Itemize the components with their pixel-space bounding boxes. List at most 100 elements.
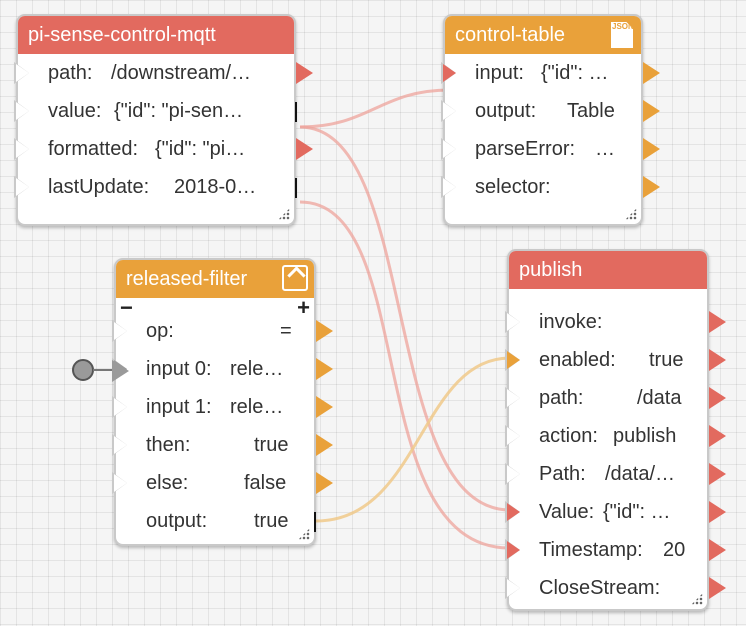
- output-port-icon[interactable]: [316, 434, 333, 456]
- node-control-table[interactable]: control-table JSON input: {"id": … outpu…: [441, 14, 660, 226]
- field-action[interactable]: action: publish: [505, 417, 726, 455]
- output-port-icon[interactable]: [316, 358, 333, 380]
- input-port-icon[interactable]: [14, 62, 29, 84]
- output-port-icon[interactable]: [709, 539, 726, 561]
- wire-value-to-control-input: [299, 88, 451, 129]
- output-port-icon[interactable]: [296, 62, 313, 84]
- input-port-icon[interactable]: [112, 472, 127, 494]
- terminal-link-line: [93, 369, 113, 371]
- link-handle[interactable]: [295, 178, 297, 198]
- node-title: control-table: [455, 24, 566, 46]
- output-port-icon[interactable]: [643, 176, 660, 198]
- field-input-1[interactable]: input 1: rele…: [112, 388, 333, 426]
- field-lastupdate[interactable]: lastUpdate: 2018-0…: [14, 168, 297, 206]
- output-port-icon[interactable]: [709, 463, 726, 485]
- field-label: then:: [146, 434, 191, 456]
- field-output[interactable]: output: Table: [441, 92, 660, 130]
- remove-input-button[interactable]: −: [120, 295, 133, 320]
- field-value: {"id": …: [603, 501, 671, 523]
- field-closestream[interactable]: CloseStream:: [505, 569, 726, 607]
- input-port-icon[interactable]: [14, 100, 29, 122]
- output-port-icon[interactable]: [709, 577, 726, 599]
- node-publish[interactable]: publish invoke: enabled: true path: /dat…: [505, 249, 726, 611]
- input-port-icon[interactable]: [14, 138, 29, 160]
- output-port-icon[interactable]: [643, 138, 660, 160]
- field-label: action:: [539, 425, 598, 447]
- field-input-0[interactable]: input 0: rele…: [112, 350, 333, 388]
- field-value: true: [649, 349, 684, 371]
- input-port-icon[interactable]: [505, 425, 520, 447]
- output-port-icon[interactable]: [643, 100, 660, 122]
- input-port-icon[interactable]: [112, 434, 127, 456]
- field-input[interactable]: input: {"id": …: [441, 54, 660, 92]
- field-value: true: [254, 434, 289, 456]
- field-path[interactable]: path: /data: [505, 379, 726, 417]
- input-port-icon[interactable]: [505, 463, 520, 485]
- input-port-icon[interactable]: [441, 176, 456, 198]
- field-value: {"id": "pi-sen…: [114, 100, 244, 122]
- link-handle[interactable]: [295, 102, 297, 122]
- field-value[interactable]: Value: {"id": …: [505, 493, 726, 531]
- field-value: …: [595, 138, 615, 160]
- field-output[interactable]: output: true: [116, 502, 316, 540]
- node-header[interactable]: released-filter: [116, 260, 314, 298]
- resize-handle-icon[interactable]: [625, 208, 637, 220]
- field-label: Path:: [539, 463, 586, 485]
- input-port-icon[interactable]: [505, 387, 520, 409]
- field-value: rele…: [230, 358, 284, 380]
- field-invoke[interactable]: invoke:: [505, 303, 726, 341]
- filter-icon: [282, 265, 308, 291]
- field-value[interactable]: value: {"id": "pi-sen…: [14, 92, 297, 130]
- input-port-icon[interactable]: [505, 311, 520, 333]
- field-label: parseError:: [475, 138, 576, 160]
- output-port-icon[interactable]: [709, 501, 726, 523]
- output-port-icon[interactable]: [316, 472, 333, 494]
- node-title[interactable]: publish: [509, 251, 707, 289]
- field-label: input 1:: [146, 396, 212, 418]
- node-header[interactable]: control-table JSON: [445, 16, 641, 54]
- input-port-icon[interactable]: [505, 349, 520, 371]
- input-port-icon[interactable]: [14, 176, 29, 198]
- input-terminal-icon[interactable]: [72, 359, 94, 381]
- field-op[interactable]: op: =: [112, 312, 333, 350]
- field-path[interactable]: path: /downstream/…: [14, 54, 313, 92]
- input-port-icon[interactable]: [441, 100, 456, 122]
- field-parseerror[interactable]: parseError: …: [441, 130, 660, 168]
- input-port-icon[interactable]: [505, 539, 520, 561]
- output-port-icon[interactable]: [709, 425, 726, 447]
- input-port-icon[interactable]: [112, 396, 127, 418]
- field-value: Table: [567, 100, 615, 122]
- field-value: rele…: [230, 396, 284, 418]
- node-pi-sense-control-mqtt[interactable]: pi-sense-control-mqtt path: /downstream/…: [14, 14, 313, 226]
- field-label: op:: [146, 320, 174, 342]
- field-selector[interactable]: selector:: [441, 168, 660, 206]
- field-label: selector:: [475, 176, 551, 198]
- node-released-filter[interactable]: released-filter − + op: = input 0: rele……: [112, 258, 333, 546]
- field-else[interactable]: else: false: [112, 464, 333, 502]
- field-value: {"id": "pi…: [155, 138, 246, 160]
- field-timestamp[interactable]: Timestamp: 20: [505, 531, 726, 569]
- input-port-icon[interactable]: [441, 62, 456, 84]
- field-path-upper[interactable]: Path: /data/…: [505, 455, 726, 493]
- input-port-icon[interactable]: [441, 138, 456, 160]
- field-label: input:: [475, 62, 524, 84]
- output-port-icon[interactable]: [709, 311, 726, 333]
- output-port-icon[interactable]: [643, 62, 660, 84]
- resize-handle-icon[interactable]: [278, 208, 290, 220]
- field-formatted[interactable]: formatted: {"id": "pi…: [14, 130, 313, 168]
- output-port-icon[interactable]: [316, 320, 333, 342]
- field-value: /downstream/…: [111, 62, 252, 84]
- input-port-icon[interactable]: [505, 577, 520, 599]
- field-label: lastUpdate:: [48, 176, 150, 198]
- link-handle[interactable]: [314, 512, 316, 532]
- field-enabled[interactable]: enabled: true: [505, 341, 726, 379]
- output-port-icon[interactable]: [296, 138, 313, 160]
- field-label: input 0:: [146, 358, 212, 380]
- output-port-icon[interactable]: [709, 349, 726, 371]
- output-port-icon[interactable]: [709, 387, 726, 409]
- input-port-icon[interactable]: [112, 320, 127, 342]
- field-then[interactable]: then: true: [112, 426, 333, 464]
- node-title[interactable]: pi-sense-control-mqtt: [18, 16, 294, 54]
- output-port-icon[interactable]: [316, 396, 333, 418]
- input-port-icon[interactable]: [505, 501, 520, 523]
